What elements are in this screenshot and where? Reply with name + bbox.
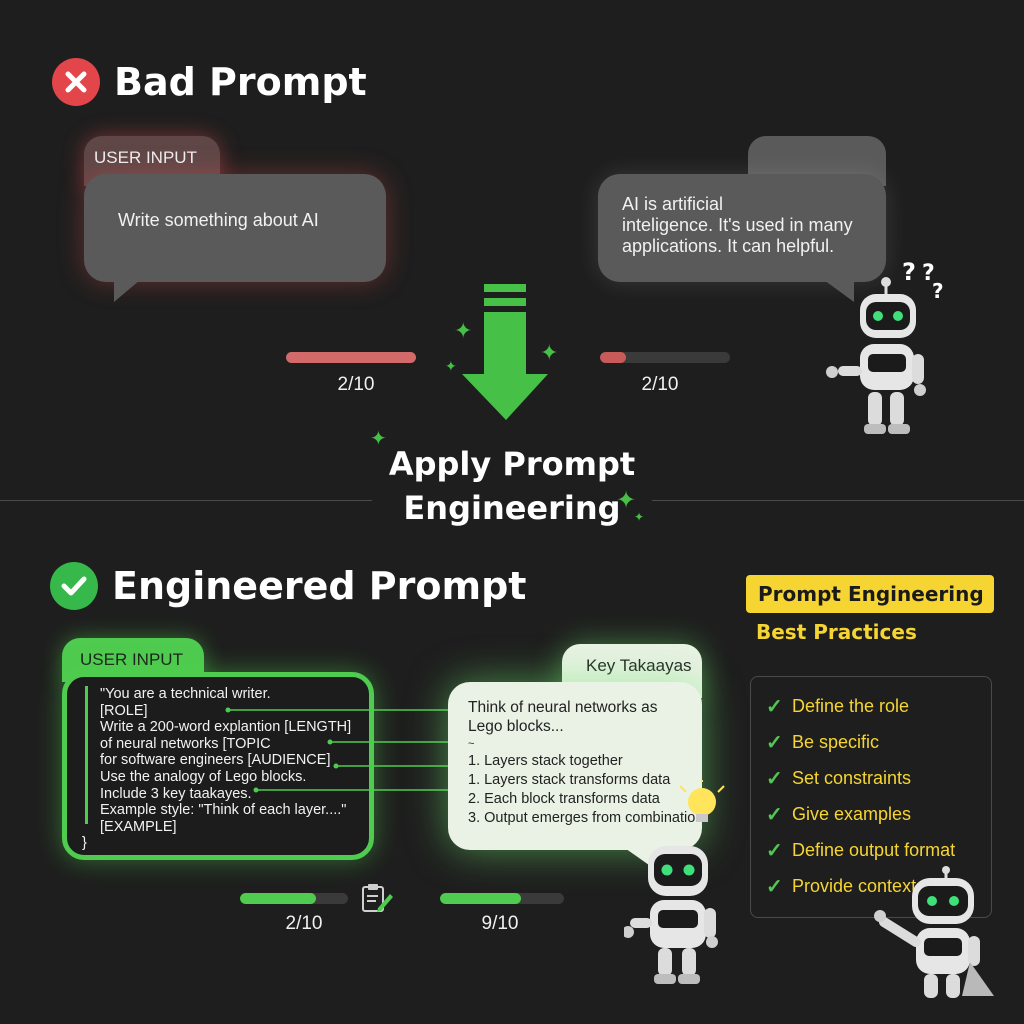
x-circle-icon [52, 58, 100, 106]
section-divider-left [0, 500, 372, 501]
check-circle-icon [50, 562, 98, 610]
engineered-response-score-bar [440, 893, 564, 904]
engineered-prompt-title: Engineered Prompt [112, 564, 527, 608]
bar-fill [600, 352, 626, 363]
bad-response-bubble: AI is artificial inteligence. It's used … [598, 136, 886, 306]
bad-response-score: 2/10 [641, 374, 679, 395]
key-takeaways-tab-label: Key Takaayas [586, 656, 692, 675]
best-practices-title: Prompt Engineering [758, 582, 984, 606]
check-icon: ✓ [766, 875, 783, 898]
label-line: Engineering [403, 489, 621, 527]
sparkle-icon: ✦ [540, 340, 559, 365]
bubble-tail [824, 280, 854, 302]
engineered-response-text: Think of neural networks as Lego blocks.… [468, 698, 703, 828]
response-line: 3. Output emerges from combination [468, 810, 704, 826]
input-line: "You are a technical writer. [100, 686, 271, 702]
bar-fill [440, 893, 521, 904]
confused-robot-illustration: ? ? ? [816, 258, 946, 442]
response-line: AI is artificial [622, 194, 724, 214]
bad-response-text: AI is artificial inteligence. It's used … [622, 194, 853, 257]
check-icon: ✓ [766, 695, 783, 718]
bad-prompt-heading: Bad Prompt [52, 58, 367, 106]
check-icon: ✓ [766, 839, 783, 862]
bad-input-score: 2/10 [337, 374, 375, 395]
input-line: Use the analogy of Lego blocks. [100, 768, 307, 785]
best-practice-item: ✓ Define output format [766, 832, 955, 868]
code-bracket [85, 686, 88, 824]
input-line: [EXAMPLE] [100, 818, 177, 835]
sparkle-icon: ✦ [370, 428, 387, 450]
engineered-input-score-bar [240, 893, 348, 904]
best-practice-label: Give examples [792, 803, 912, 824]
response-line: ~ [468, 738, 475, 750]
sparkle-icon: ✦ [454, 318, 473, 343]
input-line: for software engineers [AUDIENCE] [100, 752, 331, 769]
input-line: of neural networks [TOPIC [100, 735, 271, 752]
best-practices-panel [750, 676, 992, 918]
engineered-response-bubble [448, 682, 702, 850]
best-practice-item: ✓ Set constraints [766, 760, 955, 796]
input-line: Include 3 key taakayes. [100, 785, 252, 802]
best-practice-label: Provide context [792, 875, 917, 896]
response-line: applications. It can helpful. [622, 236, 835, 256]
apply-prompt-engineering-label: Apply Prompt Engineering [352, 442, 672, 530]
input-line: } [82, 835, 87, 852]
engineered-input-box [62, 672, 374, 860]
bad-prompt-title: Bad Prompt [114, 60, 367, 104]
best-practice-label: Set constraints [792, 767, 912, 788]
check-icon: ✓ [766, 767, 783, 790]
check-icon: ✓ [766, 803, 783, 826]
response-line: Lego blocks... [468, 718, 564, 735]
engineered-input-score: 2/10 [285, 913, 323, 934]
input-line: [ROLE] [100, 702, 148, 719]
sparkle-icon: ✦ [445, 358, 457, 374]
sparkle-icon: ✦ [616, 487, 637, 514]
bar-fill [240, 893, 316, 904]
engineered-response-score: 9/10 [481, 913, 519, 934]
response-line: 1. Layers stack transforms data [468, 772, 671, 788]
bad-input-score-bar [286, 352, 416, 363]
engineered-input-tab-label: USER INPUT [80, 650, 183, 669]
input-line: Example style: "Think of each layer...." [100, 802, 347, 819]
engineered-input-text: "You are a technical writer. [ROLE] Writ… [82, 686, 351, 852]
bad-response-score-bar [600, 352, 730, 363]
best-practice-item: ✓ Be specific [766, 724, 955, 760]
response-line: 1. Layers stack together [468, 753, 623, 769]
input-line: Write a 200-word explantion [LENGTH] [100, 719, 352, 736]
svg-text:?: ? [902, 258, 916, 286]
section-divider-right [652, 500, 1024, 501]
svg-text:?: ? [922, 261, 935, 286]
sparkle-icon: ✦ [634, 510, 645, 524]
bad-user-input-bubble: USER INPUT Write something about AI [84, 136, 386, 304]
best-practices-title-box: Prompt Engineering [746, 575, 994, 613]
bubble-tail [114, 280, 140, 302]
best-practices-subtitle: Best Practices [756, 620, 917, 644]
idea-robot-illustration [622, 776, 744, 990]
down-arrow-icon [458, 282, 554, 422]
response-line: Think of neural networks as [468, 699, 658, 716]
bad-input-text: Write something about AI [118, 210, 319, 230]
svg-text:?: ? [932, 279, 944, 303]
check-icon: ✓ [766, 731, 783, 754]
bad-input-tab-label: USER INPUT [94, 148, 197, 167]
best-practice-label: Be specific [792, 731, 880, 752]
label-line: Apply Prompt [388, 445, 636, 483]
engineered-prompt-heading: Engineered Prompt [50, 562, 526, 610]
response-line: 2. Each block transforms data [468, 791, 660, 807]
best-practice-label: Define output format [792, 839, 956, 860]
pointing-robot-illustration [870, 866, 1000, 1002]
clipboard-edit-icon [360, 882, 394, 919]
response-line: inteligence. It's used in many [622, 215, 853, 235]
best-practice-item: ✓ Define the role [766, 688, 955, 724]
best-practice-item: ✓ Provide context [766, 868, 955, 904]
best-practices-list: ✓ Define the role ✓ Be specific ✓ Set const… [766, 688, 955, 904]
best-practice-label: Define the role [792, 695, 910, 716]
best-practice-item: ✓ Give examples [766, 796, 955, 832]
